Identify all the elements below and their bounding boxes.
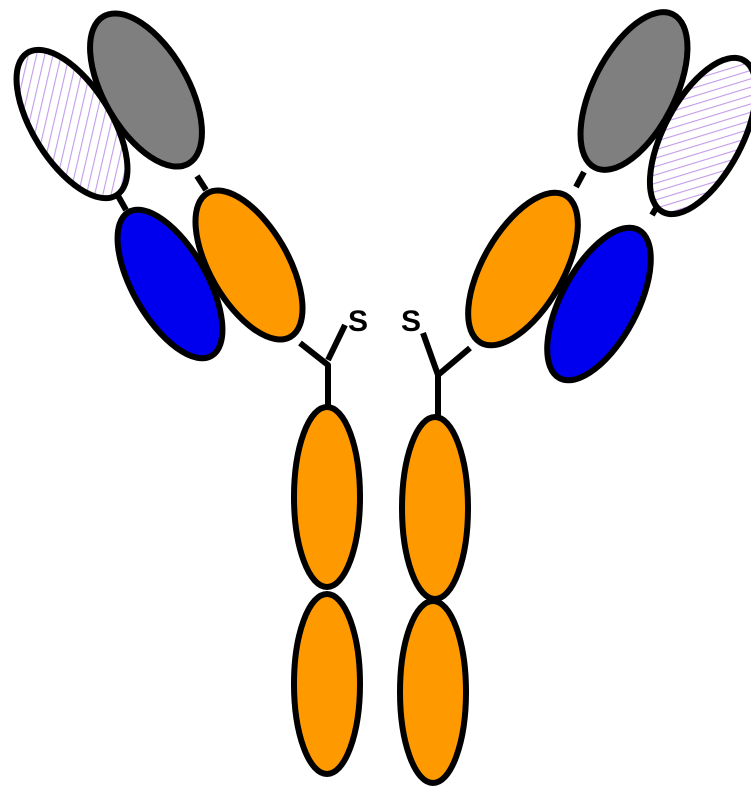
right-sulfur-label: S: [401, 305, 421, 338]
left-sulfur-label: S: [348, 305, 368, 338]
stem-right-lower-domain: [400, 601, 466, 783]
stem-left-lower-domain: [294, 594, 360, 774]
stem-right-upper-domain: [402, 417, 468, 599]
stem-left-upper-domain: [294, 407, 360, 587]
